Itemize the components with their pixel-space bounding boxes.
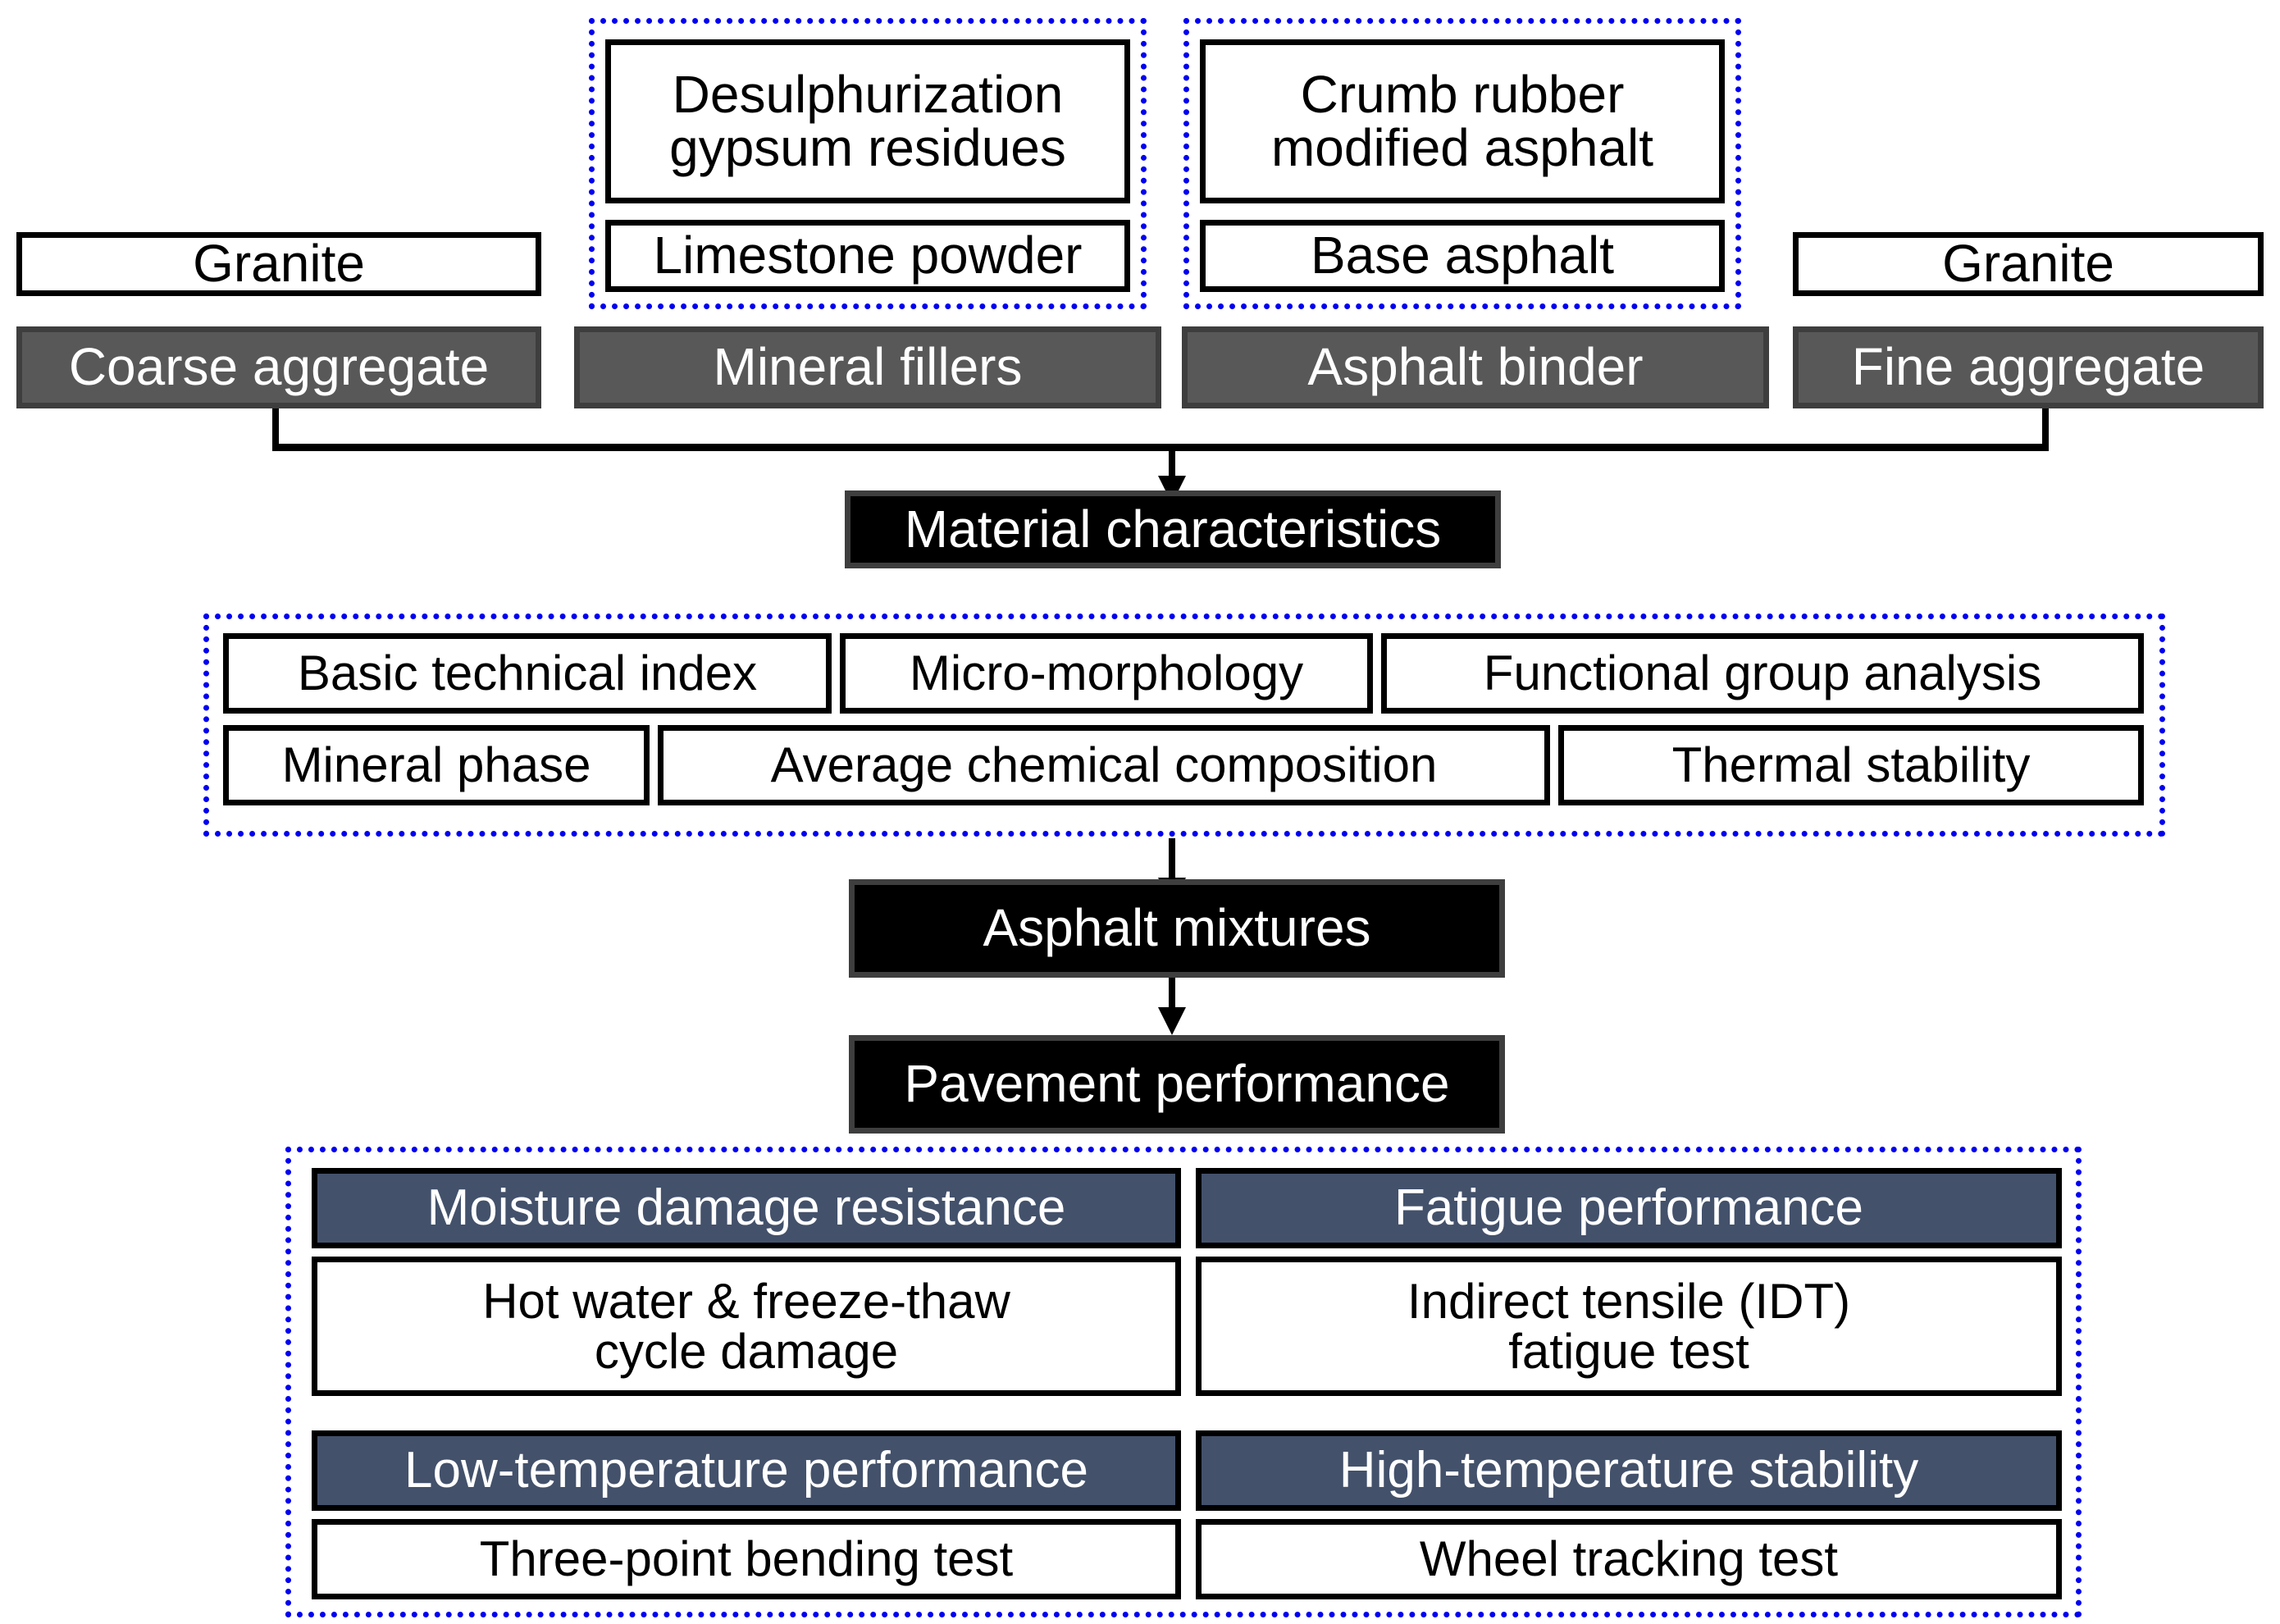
connector-fine-vertical [2042, 408, 2049, 449]
test-average-chemical-composition: Average chemical composition [658, 725, 1550, 805]
connector-coarse-vertical [272, 408, 279, 449]
material-category-coarse-aggregate: Coarse aggregate [16, 326, 541, 408]
group-mineral-fillers [589, 18, 1147, 309]
binder-crumb-rubber-modified-asphalt: Crumb rubber modified asphalt [1200, 39, 1725, 203]
filler-limestone-powder: Limestone powder [605, 220, 1130, 292]
connector-to-asphalt-mixtures [1169, 838, 1175, 886]
test-functional-group-analysis: Functional group analysis [1381, 633, 2144, 714]
group-material-characteristics-tests [203, 614, 2165, 837]
performance-header-high-temperature-stability: High-temperature stability [1196, 1430, 2062, 1511]
performance-test-three-point-bending: Three-point bending test [312, 1519, 1181, 1599]
material-source-granite-coarse: Granite [16, 232, 541, 296]
test-basic-technical-index: Basic technical index [223, 633, 832, 714]
binder-base-asphalt: Base asphalt [1200, 220, 1725, 292]
performance-test-indirect-tensile-fatigue: Indirect tensile (IDT) fatigue test [1196, 1257, 2062, 1396]
stage-asphalt-mixtures: Asphalt mixtures [849, 879, 1505, 978]
arrowhead-pavement-performance [1158, 1007, 1186, 1035]
group-asphalt-binder [1183, 18, 1741, 309]
performance-test-wheel-tracking: Wheel tracking test [1196, 1519, 2062, 1599]
material-category-fine-aggregate: Fine aggregate [1793, 326, 2264, 408]
performance-header-moisture-damage-resistance: Moisture damage resistance [312, 1168, 1181, 1248]
material-category-asphalt-binder: Asphalt binder [1182, 326, 1769, 408]
performance-header-fatigue-performance: Fatigue performance [1196, 1168, 2062, 1248]
material-category-mineral-fillers: Mineral fillers [574, 326, 1161, 408]
test-mineral-phase: Mineral phase [223, 725, 650, 805]
filler-desulphurization-gypsum-residues: Desulphurization gypsum residues [605, 39, 1130, 203]
stage-material-characteristics: Material characteristics [845, 490, 1501, 568]
test-thermal-stability: Thermal stability [1558, 725, 2144, 805]
performance-test-hot-water-freeze-thaw: Hot water & freeze-thaw cycle damage [312, 1257, 1181, 1396]
connector-materials-horizontal [272, 444, 2049, 451]
performance-header-low-temperature-performance: Low-temperature performance [312, 1430, 1181, 1511]
group-pavement-performance-tests [285, 1147, 2082, 1617]
stage-pavement-performance: Pavement performance [849, 1035, 1505, 1134]
connector-to-pavement-performance [1169, 978, 1175, 1017]
test-micro-morphology: Micro-morphology [840, 633, 1373, 714]
connector-to-material-characteristics [1169, 444, 1175, 483]
material-source-granite-fine: Granite [1793, 232, 2264, 296]
